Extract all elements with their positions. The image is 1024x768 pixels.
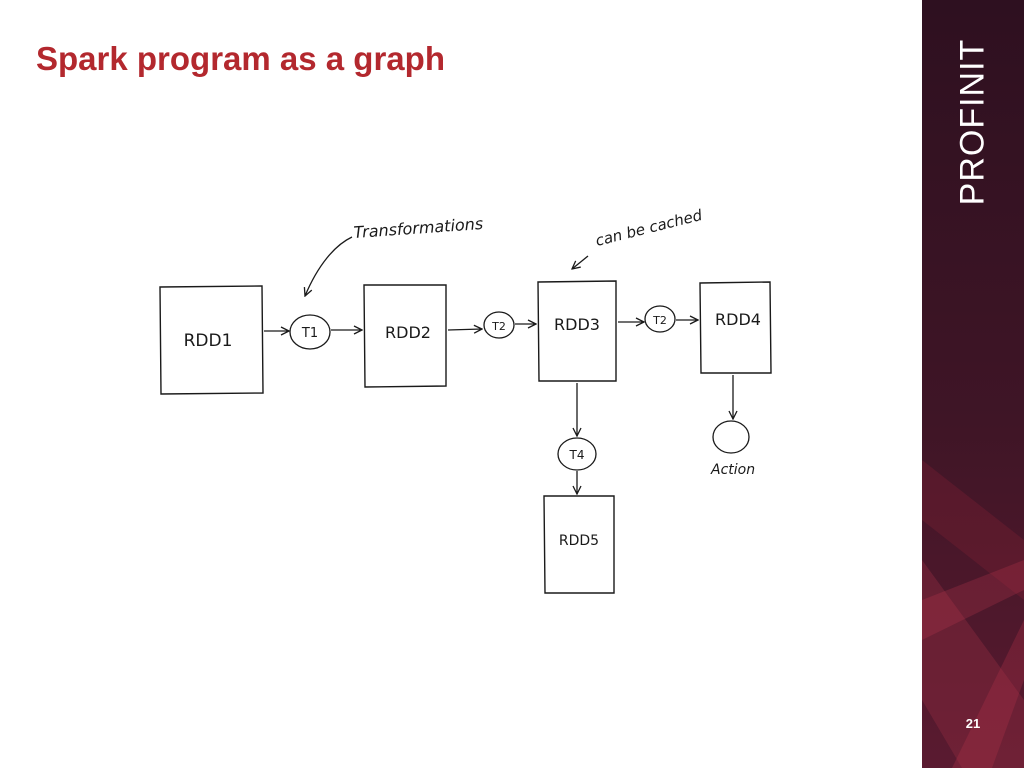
can-be-cached-annotation: can be cached (594, 206, 705, 250)
profinit-logo: PROFINIT (953, 38, 992, 206)
rdd5-node: RDD5 (543, 495, 615, 594)
spark-graph-diagram: RDD1 RDD2 RDD3 RDD4 RDD5 T1 T2 T2 T4 (159, 206, 772, 594)
cache-pointer (572, 255, 589, 269)
rdd1-label: RDD1 (184, 331, 233, 351)
t2-transform-1: T2 (483, 311, 515, 339)
diagram-edges (264, 236, 733, 494)
t2-transform-2: T2 (644, 305, 676, 333)
t4-label: T4 (569, 448, 585, 462)
transformations-annotation: Transformations (353, 214, 484, 242)
t1-transform: T1 (289, 314, 331, 350)
transformations-pointer (305, 236, 353, 296)
rdd1-node: RDD1 (159, 285, 264, 395)
t4-transform: T4 (557, 437, 597, 471)
rdd4-label: RDD4 (715, 310, 761, 329)
rdd2-node: RDD2 (363, 284, 447, 388)
t2-label-1: T2 (491, 320, 506, 333)
action-node (712, 420, 750, 454)
rdd3-label: RDD3 (554, 315, 600, 334)
t1-label: T1 (301, 326, 318, 341)
action-annotation: Action (710, 462, 755, 478)
side-panel-background (922, 0, 1024, 768)
rdd4-node: RDD4 (699, 281, 772, 374)
page-number: 21 (965, 716, 981, 731)
edge-rdd2-t2 (447, 329, 482, 330)
rdd2-label: RDD2 (385, 323, 431, 342)
rdd3-node: RDD3 (537, 280, 617, 382)
slide-title: Spark program as a graph (36, 40, 445, 77)
brand-side-panel: PROFINIT 21 (922, 0, 1024, 768)
t2-label-2: T2 (652, 314, 667, 327)
rdd5-label: RDD5 (559, 533, 599, 549)
